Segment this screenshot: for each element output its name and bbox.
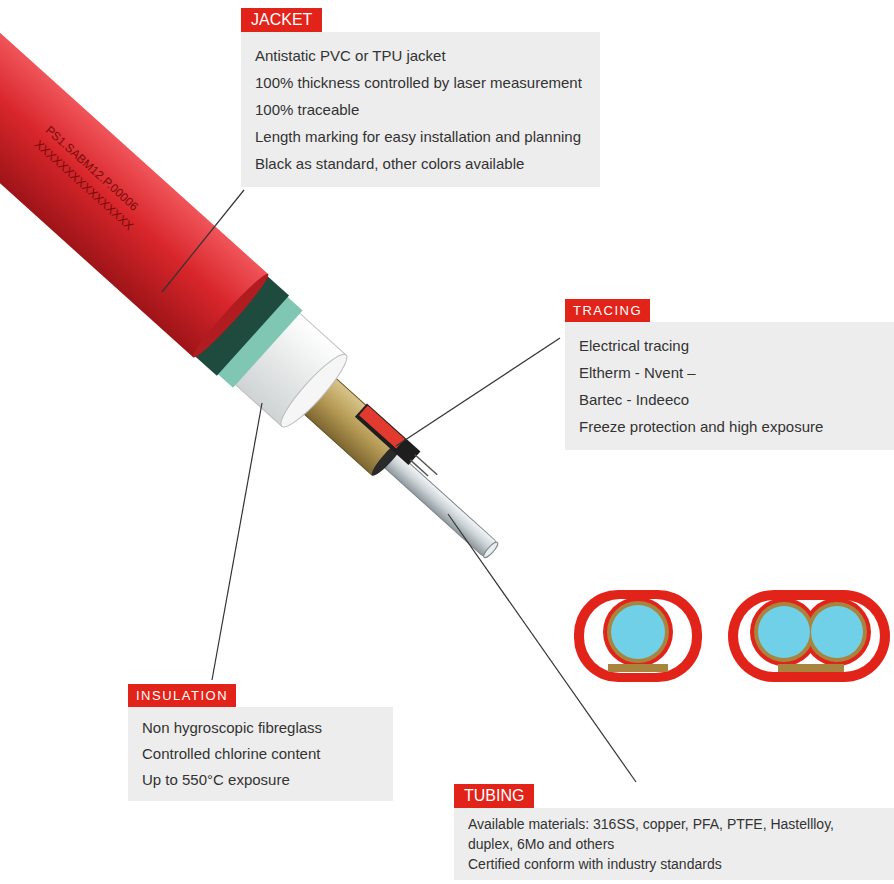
feature-line: Length marking for easy installation and…: [255, 123, 586, 150]
feature-line: Non hygroscopic fibreglass: [142, 715, 379, 741]
feature-line: Controlled chlorine content: [142, 741, 379, 767]
feature-line: 100% thickness controlled by laser measu…: [255, 69, 586, 96]
heating-cable: [355, 403, 421, 465]
feature-line: 100% traceable: [255, 96, 586, 123]
single-tube-section: [574, 590, 702, 682]
leader-line: [396, 338, 560, 446]
section-heading: TUBING: [454, 784, 534, 808]
section-heading: JACKET: [241, 8, 322, 32]
leader-line: [212, 403, 262, 680]
feature-line: Available materials: 316SS, copper, PFA,…: [468, 814, 880, 854]
callout-box: INSULATIONNon hygroscopic fibreglassCont…: [128, 707, 393, 801]
section-heading: INSULATION: [128, 684, 236, 707]
trace-jacket: [359, 405, 405, 448]
feature-line: Freeze protection and high exposure: [579, 413, 880, 440]
feature-line: Bartec - Indeeco: [579, 386, 880, 413]
feature-line: Eltherm - Nvent –: [579, 359, 880, 386]
dual-tube-section: [728, 590, 890, 682]
feature-line: Antistatic PVC or TPU jacket: [255, 42, 586, 69]
feature-line: Black as standard, other colors availabl…: [255, 150, 586, 177]
feature-line: Up to 550°C exposure: [142, 767, 379, 793]
callout-box: TUBINGAvailable materials: 316SS, copper…: [454, 808, 894, 880]
callout-box: JACKETAntistatic PVC or TPU jacket100% t…: [241, 32, 600, 187]
jacket: [0, 0, 268, 357]
leader-line: [162, 190, 244, 292]
feature-line: Electrical tracing: [579, 332, 880, 359]
callout-box: TRACINGElectrical tracingEltherm - Nvent…: [565, 322, 894, 450]
feature-line: Certified conform with industry standard…: [468, 854, 880, 874]
section-heading: TRACING: [565, 299, 650, 322]
